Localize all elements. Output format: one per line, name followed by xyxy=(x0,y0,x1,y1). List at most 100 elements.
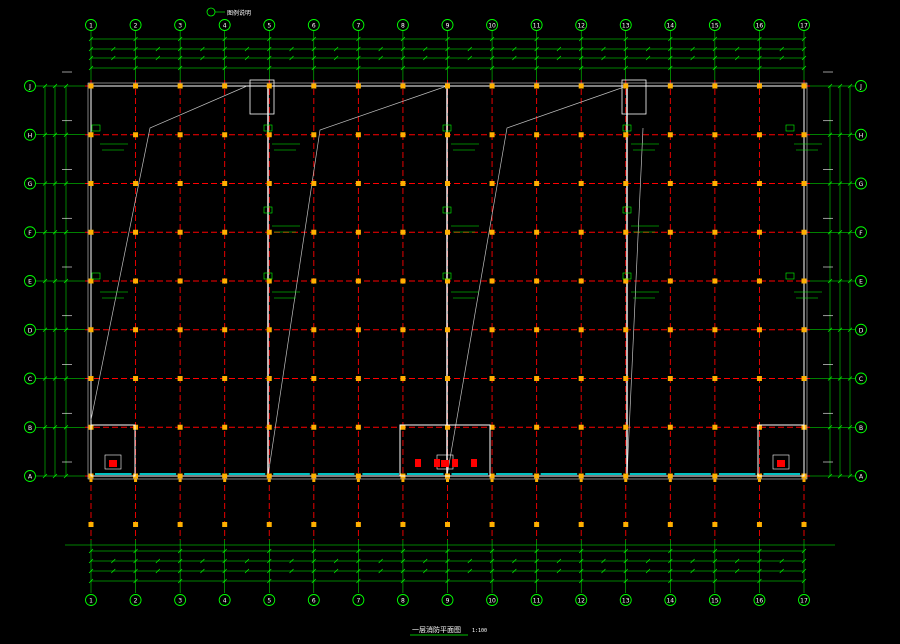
dim-tick xyxy=(445,578,450,584)
axis-bubble-right-J-label: J xyxy=(859,84,862,91)
dim-tick xyxy=(837,181,843,186)
column-icon xyxy=(355,229,361,235)
column-icon xyxy=(133,181,139,186)
hydrant-box-icon xyxy=(622,124,632,132)
dim-tick xyxy=(623,55,628,61)
column-icon xyxy=(177,181,183,186)
axis-bubble-top-2 xyxy=(129,19,142,31)
dim-tick xyxy=(801,65,807,71)
column-icon xyxy=(578,376,584,381)
dim-tick xyxy=(88,558,94,564)
stair-rooms xyxy=(90,79,805,477)
column-icon xyxy=(578,229,584,235)
hydrant-box-icon xyxy=(91,124,101,132)
column-icon xyxy=(222,424,228,430)
dim-tick xyxy=(489,558,495,564)
dim-tick-mid xyxy=(155,55,161,61)
dim-tick xyxy=(757,548,762,554)
dim-tick-mid xyxy=(244,55,250,61)
dim-tick-mid xyxy=(556,46,562,52)
dim-tick xyxy=(489,55,495,61)
axis-bubble-top-13 xyxy=(619,19,632,31)
dim-tick xyxy=(801,46,807,52)
column-icon xyxy=(133,83,139,89)
hydrant-box-icon xyxy=(622,272,632,280)
axis-bubble-bottom-17-label: 17 xyxy=(800,598,808,605)
column-icon xyxy=(534,327,540,333)
dim-tick-mid xyxy=(734,46,740,52)
fire-hydrant-icon xyxy=(441,460,449,467)
dim-tick xyxy=(311,46,317,52)
dim-tick-mid xyxy=(333,568,339,574)
column-icon xyxy=(311,132,317,138)
column-icon xyxy=(578,473,584,479)
column-icon xyxy=(801,83,807,89)
column-icon xyxy=(801,376,807,381)
dim-tick-mid xyxy=(512,55,517,61)
stair-room-right-stair xyxy=(772,454,790,470)
column-icon xyxy=(88,376,94,381)
dim-tick xyxy=(177,568,183,574)
dim-tick xyxy=(489,548,495,554)
hydrant-box-icon xyxy=(263,206,273,214)
dim-tick xyxy=(801,55,807,61)
dim-tick xyxy=(847,327,853,332)
column-icon xyxy=(177,83,183,89)
column-icon xyxy=(177,424,183,430)
dim-tick xyxy=(356,55,361,61)
column-icon xyxy=(133,473,139,479)
column-icon xyxy=(355,424,361,430)
dim-tick-mid xyxy=(467,558,472,564)
door-icon xyxy=(415,459,421,467)
column-icon xyxy=(177,473,183,479)
dim-tick-mid xyxy=(779,568,784,574)
dim-tick xyxy=(801,558,807,564)
axis-bubble-bottom-11 xyxy=(530,594,543,606)
dim-tick-mid xyxy=(556,55,562,61)
column-icon xyxy=(489,132,495,138)
dim-tick xyxy=(267,558,272,564)
axis-bubble-top-15 xyxy=(708,19,721,31)
column-icon xyxy=(355,473,361,479)
dim-tick xyxy=(827,473,833,479)
dim-tick xyxy=(52,278,58,284)
axis-bubble-right-B-label: B xyxy=(859,425,863,432)
column-icon xyxy=(623,327,629,333)
dim-tick xyxy=(177,46,183,52)
dim-tick xyxy=(311,558,317,564)
dim-tick xyxy=(267,568,272,574)
axis-bubble-top-7-label: 7 xyxy=(356,23,360,30)
dim-tick xyxy=(623,578,628,584)
column-icon xyxy=(712,473,718,479)
axis-bubble-left-D xyxy=(24,323,36,336)
dim-tick xyxy=(534,548,539,554)
dim-tick xyxy=(222,558,227,564)
dim-tick xyxy=(757,578,762,584)
column-icon xyxy=(133,424,139,430)
column-icon xyxy=(801,132,807,138)
column-icon xyxy=(133,278,139,284)
axis-bubble-left-F xyxy=(24,226,36,239)
dim-tick xyxy=(52,230,58,235)
column-icon xyxy=(400,181,406,186)
dim-tick-mid xyxy=(155,568,161,574)
column-icon xyxy=(177,132,183,138)
column-icon xyxy=(534,132,540,138)
axis-bubble-bottom-15-label: 15 xyxy=(711,598,719,605)
axis-bubble-bottom-16-label: 16 xyxy=(756,598,764,605)
column-icon xyxy=(712,229,718,235)
dim-tick-mid xyxy=(111,46,116,52)
column-icon xyxy=(534,181,540,186)
column-icon xyxy=(355,83,361,89)
column-icon xyxy=(667,132,673,138)
dim-tick xyxy=(267,55,272,61)
dim-tick-mid xyxy=(556,558,562,564)
dim-tick xyxy=(400,65,406,71)
column-icon xyxy=(623,522,629,527)
dim-tick xyxy=(534,65,539,71)
axis-bubble-top-15-label: 15 xyxy=(711,23,719,30)
column-icon xyxy=(757,479,761,482)
dim-tick-mid xyxy=(601,55,606,61)
column-icon xyxy=(446,479,449,482)
